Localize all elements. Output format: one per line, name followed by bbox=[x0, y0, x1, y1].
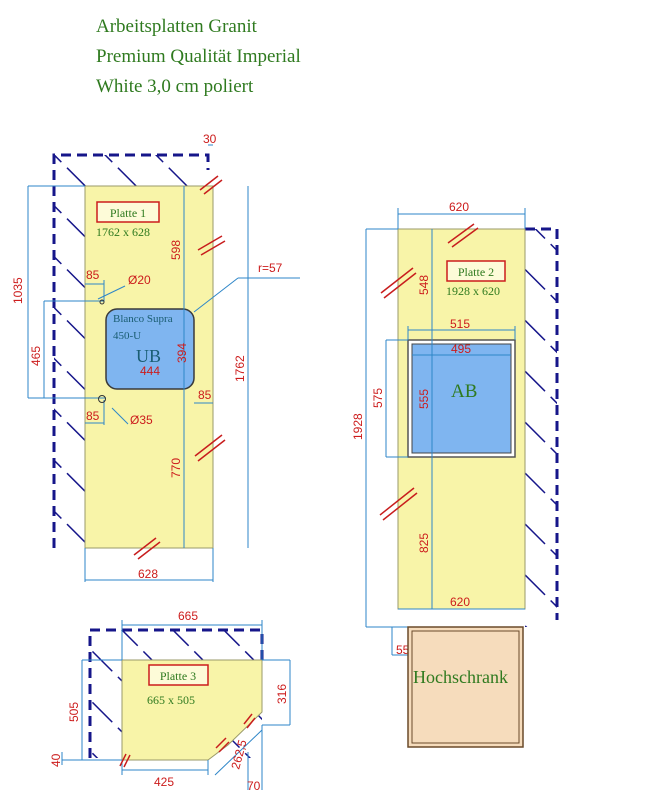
title-line-3: White 3,0 cm poliert bbox=[96, 76, 254, 97]
plate1-dim-lower: 770 bbox=[169, 458, 183, 478]
plate1-dim-left-mid: 465 bbox=[29, 346, 43, 366]
plate-3: Platte 3 665 x 505 665 505 316 40 425 26… bbox=[49, 609, 291, 793]
plate2-dim-inner-height: 555 bbox=[417, 389, 431, 409]
plate3-label: Platte 3 bbox=[160, 669, 196, 683]
plate1-dim-top: 30 bbox=[203, 132, 217, 146]
plate3-wall-outline bbox=[88, 628, 264, 758]
plate1-dim-offset-1: 85 bbox=[86, 268, 100, 282]
plate2-cutout-type: AB bbox=[451, 381, 477, 402]
title-line-2: Premium Qualität Imperial bbox=[96, 46, 301, 67]
plate2-dimension-lines bbox=[365, 208, 526, 656]
plate1-dim-width: 628 bbox=[138, 567, 158, 581]
plate3-dim-small: 70 bbox=[247, 779, 261, 793]
title-line-1: Arbeitsplatten Granit bbox=[96, 16, 257, 37]
plate2-wall-hatch bbox=[525, 229, 557, 627]
plate1-sink-model: 450-U bbox=[113, 330, 141, 342]
plate1-break-marks bbox=[133, 175, 226, 560]
plate2-dim-top-gap: 548 bbox=[417, 275, 431, 295]
plate3-dim-left: 505 bbox=[67, 702, 81, 722]
plate2-dim-outer-width: 515 bbox=[450, 317, 470, 331]
plate1-sink-type: UB bbox=[136, 346, 161, 366]
plate3-dimension-lines bbox=[61, 620, 291, 790]
plate1-dim-sink-height: 394 bbox=[175, 343, 189, 363]
plate3-dim-bottom-left: 40 bbox=[49, 753, 63, 767]
plate3-dim-bottom: 425 bbox=[154, 775, 174, 789]
plate1-wall-outline bbox=[52, 153, 210, 548]
tall-cabinet: Hochschrank bbox=[407, 626, 524, 748]
plate2-dim-side: 55 bbox=[396, 643, 410, 657]
plate-2: Platte 2 1928 x 620 AB 620 548 515 495 5… bbox=[351, 200, 559, 657]
plate2-cutout bbox=[411, 343, 512, 454]
plate1-dim-upper-right: 598 bbox=[169, 240, 183, 260]
plate2-label-box bbox=[446, 260, 506, 282]
plate1-dim-hole-1: Ø20 bbox=[128, 273, 151, 287]
plate1-dim-right-total: 1762 bbox=[233, 355, 247, 382]
plate3-size: 665 x 505 bbox=[147, 693, 195, 707]
cabinet-label: Hochschrank bbox=[413, 667, 508, 687]
plate2-dim-total: 1928 bbox=[351, 413, 365, 440]
plate1-dim-right-small: 85 bbox=[198, 388, 212, 402]
plate1-sink-brand: Blanco Supra bbox=[113, 313, 173, 325]
plate2-dim-bottom-width: 620 bbox=[450, 595, 470, 609]
plate2-dim-left-height: 575 bbox=[371, 388, 385, 408]
plate1-dim-hole-2: Ø35 bbox=[130, 413, 153, 427]
plate1-dimension-lines bbox=[27, 144, 300, 582]
plate2-dim-top-width: 620 bbox=[449, 200, 469, 214]
cabinet-outer bbox=[407, 626, 524, 748]
plate2-dim-inner-width: 495 bbox=[451, 342, 471, 356]
plate1-dim-left-total: 1035 bbox=[11, 277, 25, 304]
plate2-break-marks bbox=[379, 223, 479, 521]
plate3-dim-right: 316 bbox=[275, 684, 289, 704]
cabinet-inner bbox=[411, 630, 520, 744]
plate1-size: 1762 x 628 bbox=[96, 225, 150, 239]
plate2-wall-outline bbox=[525, 227, 559, 620]
plate1-sink bbox=[105, 308, 195, 390]
plate1-label: Platte 1 bbox=[110, 206, 146, 220]
plate1-dim-sink-width: 444 bbox=[140, 364, 160, 378]
plate-1: Platte 1 1762 x 628 Blanco Supra 450-U U… bbox=[11, 132, 300, 582]
plate1-hole-small bbox=[99, 299, 105, 305]
plate1-hole-large bbox=[98, 395, 106, 403]
plate1-dim-radius: r=57 bbox=[258, 261, 283, 275]
plate3-break-marks bbox=[119, 713, 256, 768]
plate3-label-box bbox=[148, 664, 209, 686]
plate2-size: 1928 x 620 bbox=[446, 284, 500, 298]
plate2-label: Platte 2 bbox=[458, 265, 494, 279]
plate2-dim-lower: 825 bbox=[417, 533, 431, 553]
plate1-label-box bbox=[96, 201, 160, 223]
plate1-dim-offset-2: 85 bbox=[86, 409, 100, 423]
plate3-dim-top: 665 bbox=[178, 609, 198, 623]
